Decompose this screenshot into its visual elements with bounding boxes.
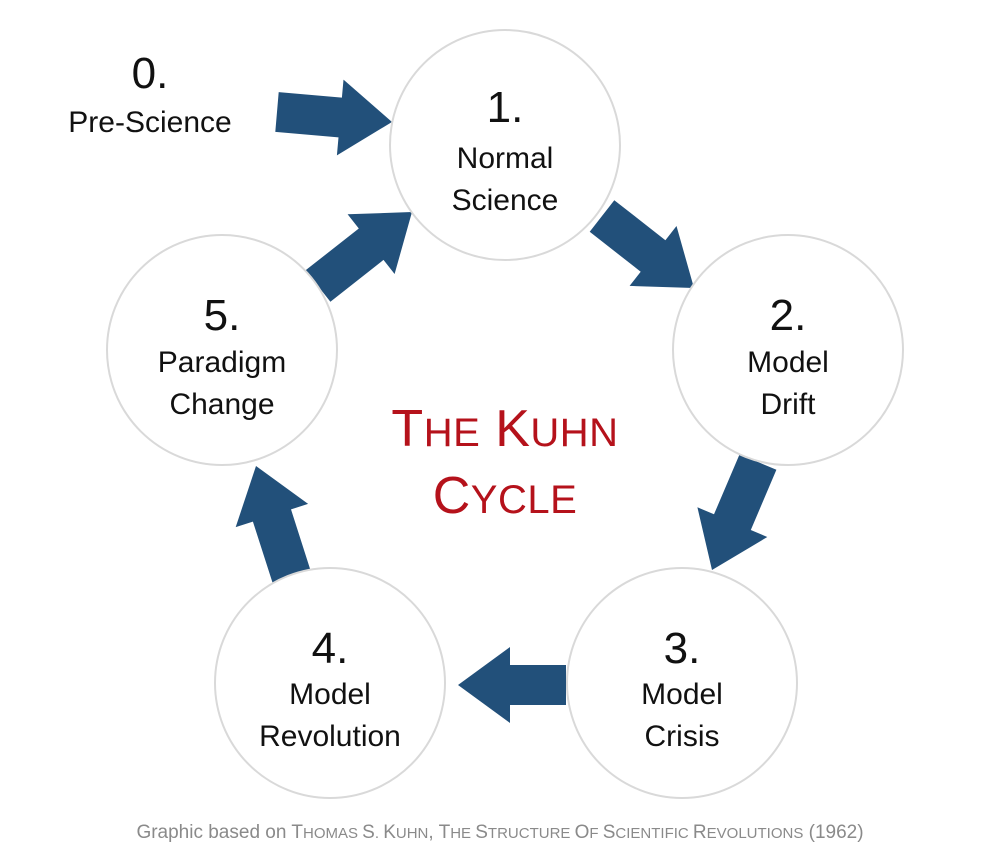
arrow-5-to-1	[305, 212, 412, 302]
stage-1-label-line-2: Science	[452, 184, 559, 217]
stage-4-label-line-2: Revolution	[259, 720, 401, 753]
arrow-2-to-3	[697, 454, 777, 570]
stage-0-pre-science: 0. Pre-Science	[68, 49, 231, 139]
caption-prefix: Graphic based on	[136, 822, 292, 843]
stage-4-label-line-1: Model	[289, 678, 371, 711]
source-caption: Graphic based on THOMAS S. KUHN, THE STR…	[0, 822, 1000, 844]
stage-1-label-line-1: Normal	[457, 142, 554, 175]
stage-5-paradigm-change: 5. Paradigm Change	[106, 234, 338, 466]
stage-3-label-line-2: Crisis	[645, 720, 720, 753]
stage-3-number: 3.	[664, 624, 701, 673]
stage-2-label-line-2: Drift	[761, 388, 817, 421]
stage-4-model-revolution: 4. Model Revolution	[214, 567, 446, 799]
stage-2-label-line-1: Model	[747, 346, 829, 379]
arrow-1-to-2	[589, 200, 694, 288]
stage-0-label: Pre-Science	[68, 106, 231, 139]
stage-1-normal-science: 1. Normal Science	[389, 29, 621, 261]
stage-5-circle	[106, 234, 338, 466]
stage-2-circle	[672, 234, 904, 466]
stage-2-model-drift: 2. Model Drift	[672, 234, 904, 466]
caption-author: THOMAS S. KUHN	[291, 822, 429, 843]
stage-5-label-line-1: Paradigm	[158, 346, 286, 379]
arrow-3-to-4	[458, 647, 566, 723]
stage-4-number: 4.	[312, 624, 349, 673]
stage-1-number: 1.	[487, 83, 524, 132]
stage-1-circle	[389, 29, 621, 261]
arrow-0-to-1	[275, 79, 392, 156]
stage-5-label-line-2: Change	[169, 388, 274, 421]
caption-separator: ,	[428, 822, 439, 843]
stage-4-circle	[214, 567, 446, 799]
stage-3-model-crisis: 3. Model Crisis	[566, 567, 798, 799]
stage-3-label-line-1: Model	[641, 678, 723, 711]
title-line-1: THE KUHN	[391, 400, 618, 458]
stage-0-number: 0.	[132, 49, 169, 98]
arrows-group	[235, 79, 777, 723]
diagram-title: THE KUHN CYCLE	[391, 400, 618, 525]
caption-work: THE STRUCTURE OF SCIENTIFIC REVOLUTIONS	[438, 822, 804, 843]
caption-year: (1962)	[803, 822, 864, 843]
stage-2-number: 2.	[770, 291, 807, 340]
title-line-2: CYCLE	[433, 467, 578, 525]
arrow-4-to-5	[235, 466, 311, 585]
stage-3-circle	[566, 567, 798, 799]
stage-5-number: 5.	[204, 291, 241, 340]
